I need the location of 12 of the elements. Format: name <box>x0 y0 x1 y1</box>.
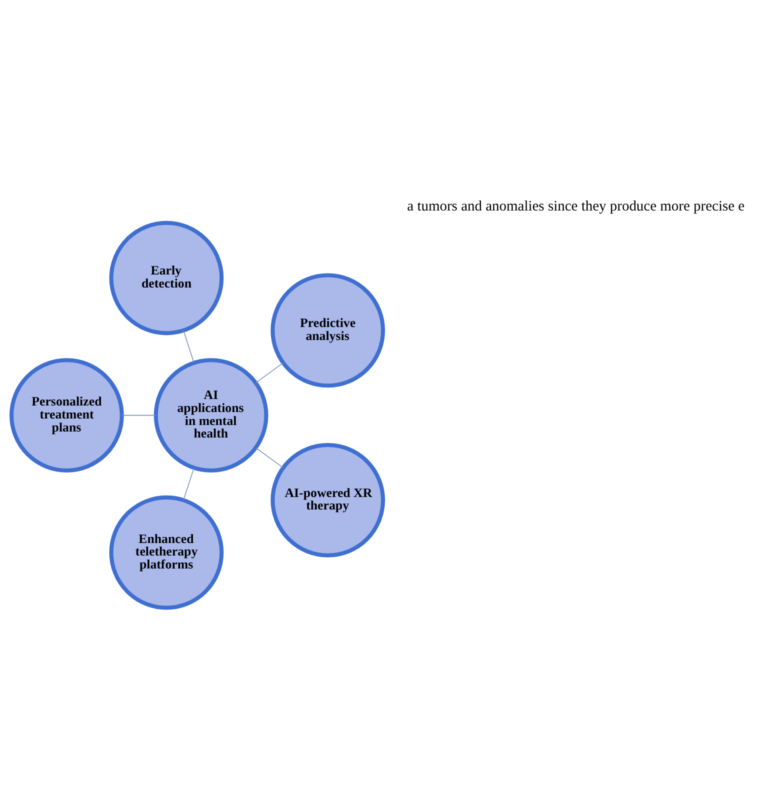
connector <box>255 447 284 468</box>
node-circle: AI-powered XR therapy <box>270 442 386 558</box>
node-circle: Personalized treatment plans <box>10 358 124 472</box>
label: a tumors and anomalies since they produce more precise e <box>407 198 745 214</box>
connector <box>183 330 194 364</box>
node-circle: AI applications in mental health <box>154 358 268 472</box>
connector <box>255 362 284 384</box>
node-circle: Predictive analysis <box>270 273 386 388</box>
node-circle: Early detection <box>109 220 224 336</box>
connector <box>122 414 156 416</box>
node-circle: Enhanced teletherapy platforms <box>109 495 224 610</box>
connector <box>183 468 194 500</box>
